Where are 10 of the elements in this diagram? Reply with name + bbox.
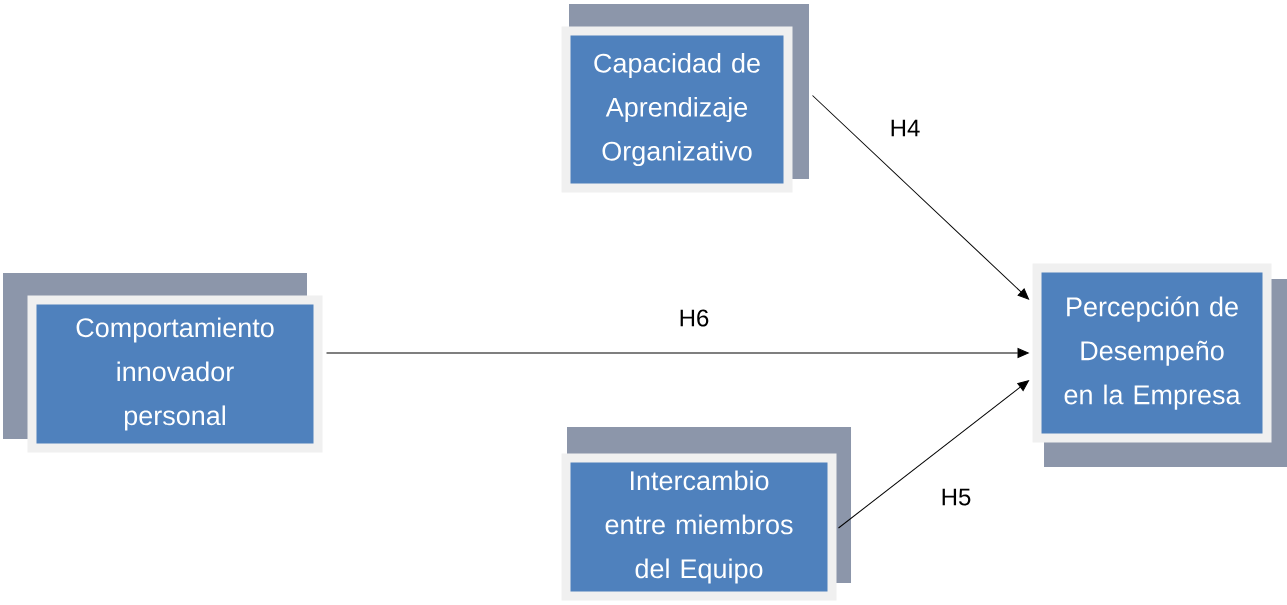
concept-box: Intercambio entre miembros del Equipo — [561, 427, 851, 601]
arrow — [812, 95, 1030, 300]
edge-label: H6 — [680, 309, 709, 327]
arrow — [326, 348, 1029, 358]
concept-box: Capacidad de Aprendizaje Organizativo — [561, 4, 809, 193]
edge-label: H5 — [942, 488, 971, 506]
concept-box: Comportamiento innovador personal — [3, 273, 323, 453]
concept-box: Percepción de Desempeño en la Empresa — [1032, 263, 1287, 467]
edge-label: H4 — [891, 119, 920, 137]
arrow — [838, 380, 1029, 529]
